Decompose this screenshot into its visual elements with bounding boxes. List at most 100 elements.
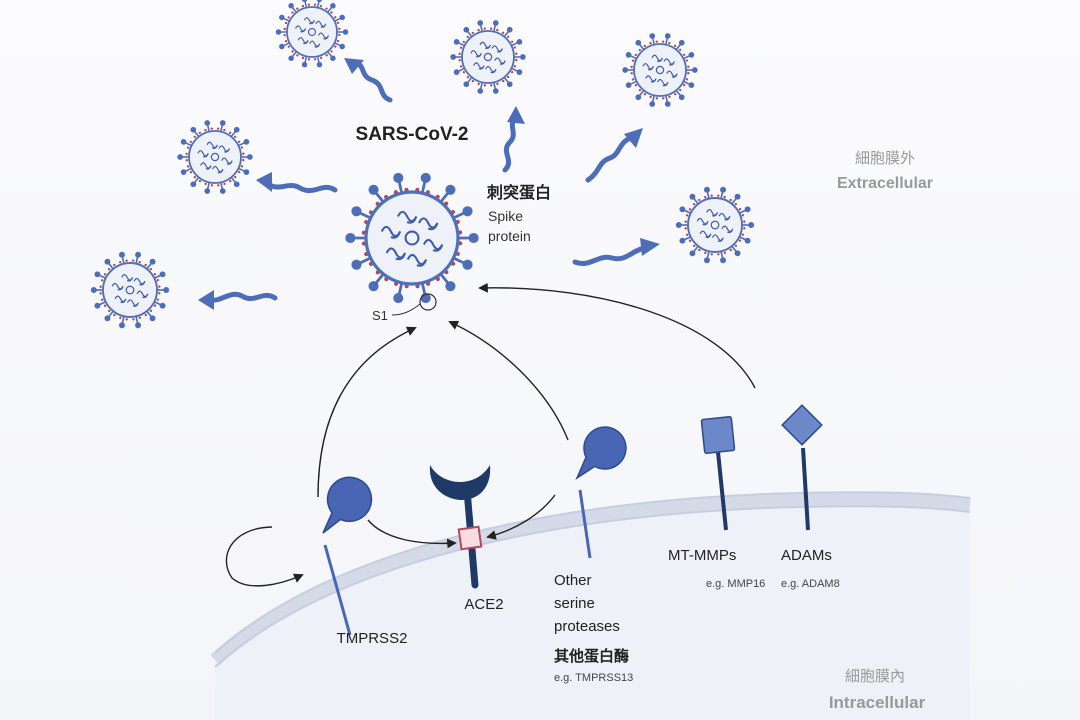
membrane-protein-dot	[717, 194, 720, 197]
spike-head	[664, 101, 671, 107]
spike-head	[649, 33, 656, 39]
membrane-protein-dot	[210, 184, 214, 187]
membrane-protein-dot	[198, 131, 201, 135]
rna-swirl	[295, 25, 307, 33]
spike-head	[689, 193, 696, 200]
ace2-receptor	[429, 465, 491, 589]
virus-particle	[675, 186, 755, 264]
rna-swirl	[485, 66, 497, 74]
spike-head	[506, 81, 513, 88]
spike-head	[463, 26, 470, 33]
rna-swirl	[206, 141, 218, 149]
membrane-protein-dot	[501, 31, 505, 35]
spike-head	[675, 222, 682, 228]
spike-head	[345, 232, 356, 244]
membrane-protein-dot	[334, 45, 337, 48]
rna-swirl	[699, 230, 712, 239]
membrane-protein-dot	[119, 316, 122, 320]
spike-head	[678, 39, 685, 46]
membrane-protein-dot	[193, 175, 197, 179]
membrane-protein-dot	[471, 31, 474, 35]
membrane-protein-dot	[741, 233, 745, 236]
membrane-protein-dot	[685, 78, 689, 81]
spike-head	[492, 88, 499, 94]
membrane-protein-dot	[717, 253, 720, 256]
spike-head	[368, 184, 379, 195]
membrane-protein-dot	[483, 27, 486, 30]
spike-head	[316, 61, 323, 68]
rna-swirl	[706, 209, 719, 217]
spike-head	[649, 101, 656, 107]
spike-head	[393, 172, 404, 183]
spike-head	[339, 43, 345, 50]
membrane-protein-dot	[692, 244, 696, 248]
membrane-protein-dot	[99, 285, 102, 288]
virus-envelope	[102, 262, 158, 318]
membrane-protein-dot	[692, 202, 696, 206]
spike-head	[678, 94, 685, 101]
membrane-protein-dot	[506, 35, 510, 39]
spike-head	[463, 81, 470, 88]
membrane-protein-dot	[668, 95, 671, 99]
membrane-protein-dot	[313, 3, 317, 6]
membrane-protein-dot	[325, 54, 328, 57]
spike-head	[288, 55, 294, 61]
membrane-protein-dot	[204, 182, 207, 186]
membrane-protein-dot	[107, 309, 111, 313]
spike-head	[279, 14, 285, 21]
arrow-other-to-s1	[448, 320, 569, 441]
membrane-protein-dot	[240, 146, 244, 149]
spike-head	[734, 193, 741, 200]
membrane-protein-dot	[338, 33, 341, 37]
rna-core	[307, 27, 317, 37]
adams-label: ADAMs	[781, 547, 832, 564]
spike-head	[393, 293, 404, 304]
membrane-protein-dot	[458, 52, 461, 56]
rna-swirl	[396, 210, 418, 224]
spike-head	[104, 315, 111, 322]
rna-swirl	[470, 50, 482, 58]
membrane-protein-dot	[490, 84, 493, 87]
membrane-protein-dot	[118, 260, 122, 264]
spike-head	[450, 54, 457, 60]
membrane-protein-dot	[210, 127, 213, 130]
spike-head	[689, 250, 696, 257]
membrane-protein-dot	[682, 53, 686, 56]
membrane-protein-dot	[229, 179, 232, 183]
membrane-protein-dot	[704, 251, 707, 255]
rna-swirl	[297, 37, 309, 45]
sars-cov2-label: SARS-CoV-2	[356, 124, 469, 145]
rna-swirl	[645, 75, 657, 83]
membrane-protein-dot	[678, 48, 682, 52]
spike-head	[118, 322, 125, 329]
spike-head	[492, 20, 499, 26]
membrane-protein-dot	[688, 208, 692, 211]
membrane-protein-dot	[113, 263, 116, 267]
virus-particle	[177, 120, 253, 194]
membrane-protein-dot	[223, 182, 226, 186]
spike-head	[219, 188, 226, 194]
membrane-protein-dot	[291, 50, 294, 53]
membrane-protein-dot	[153, 304, 157, 307]
spike-head	[204, 188, 211, 194]
virus-envelope	[364, 190, 460, 286]
adam-enzyme	[781, 404, 823, 531]
membrane-protein-dot	[319, 4, 323, 8]
rna-swirl	[642, 63, 654, 71]
spike-head	[342, 29, 349, 35]
extracellular-label-en: Extracellular	[837, 175, 933, 192]
spike-head	[219, 120, 226, 126]
membrane-protein-dot	[144, 263, 147, 267]
spike-head	[288, 3, 294, 9]
spike-head	[477, 88, 484, 94]
rna-swirl	[657, 79, 669, 87]
spike-head	[316, 0, 323, 3]
ace2-label: ACE2	[464, 596, 503, 613]
membrane-protein-dot	[723, 195, 726, 199]
rna-arrowhead-upleft	[344, 58, 364, 74]
membrane-protein-dot	[296, 54, 299, 57]
rna-swirl	[114, 295, 127, 304]
membrane-protein-dot	[510, 70, 514, 74]
membrane-protein-dot	[138, 260, 141, 264]
arrow-adams-to-spike	[478, 282, 756, 389]
